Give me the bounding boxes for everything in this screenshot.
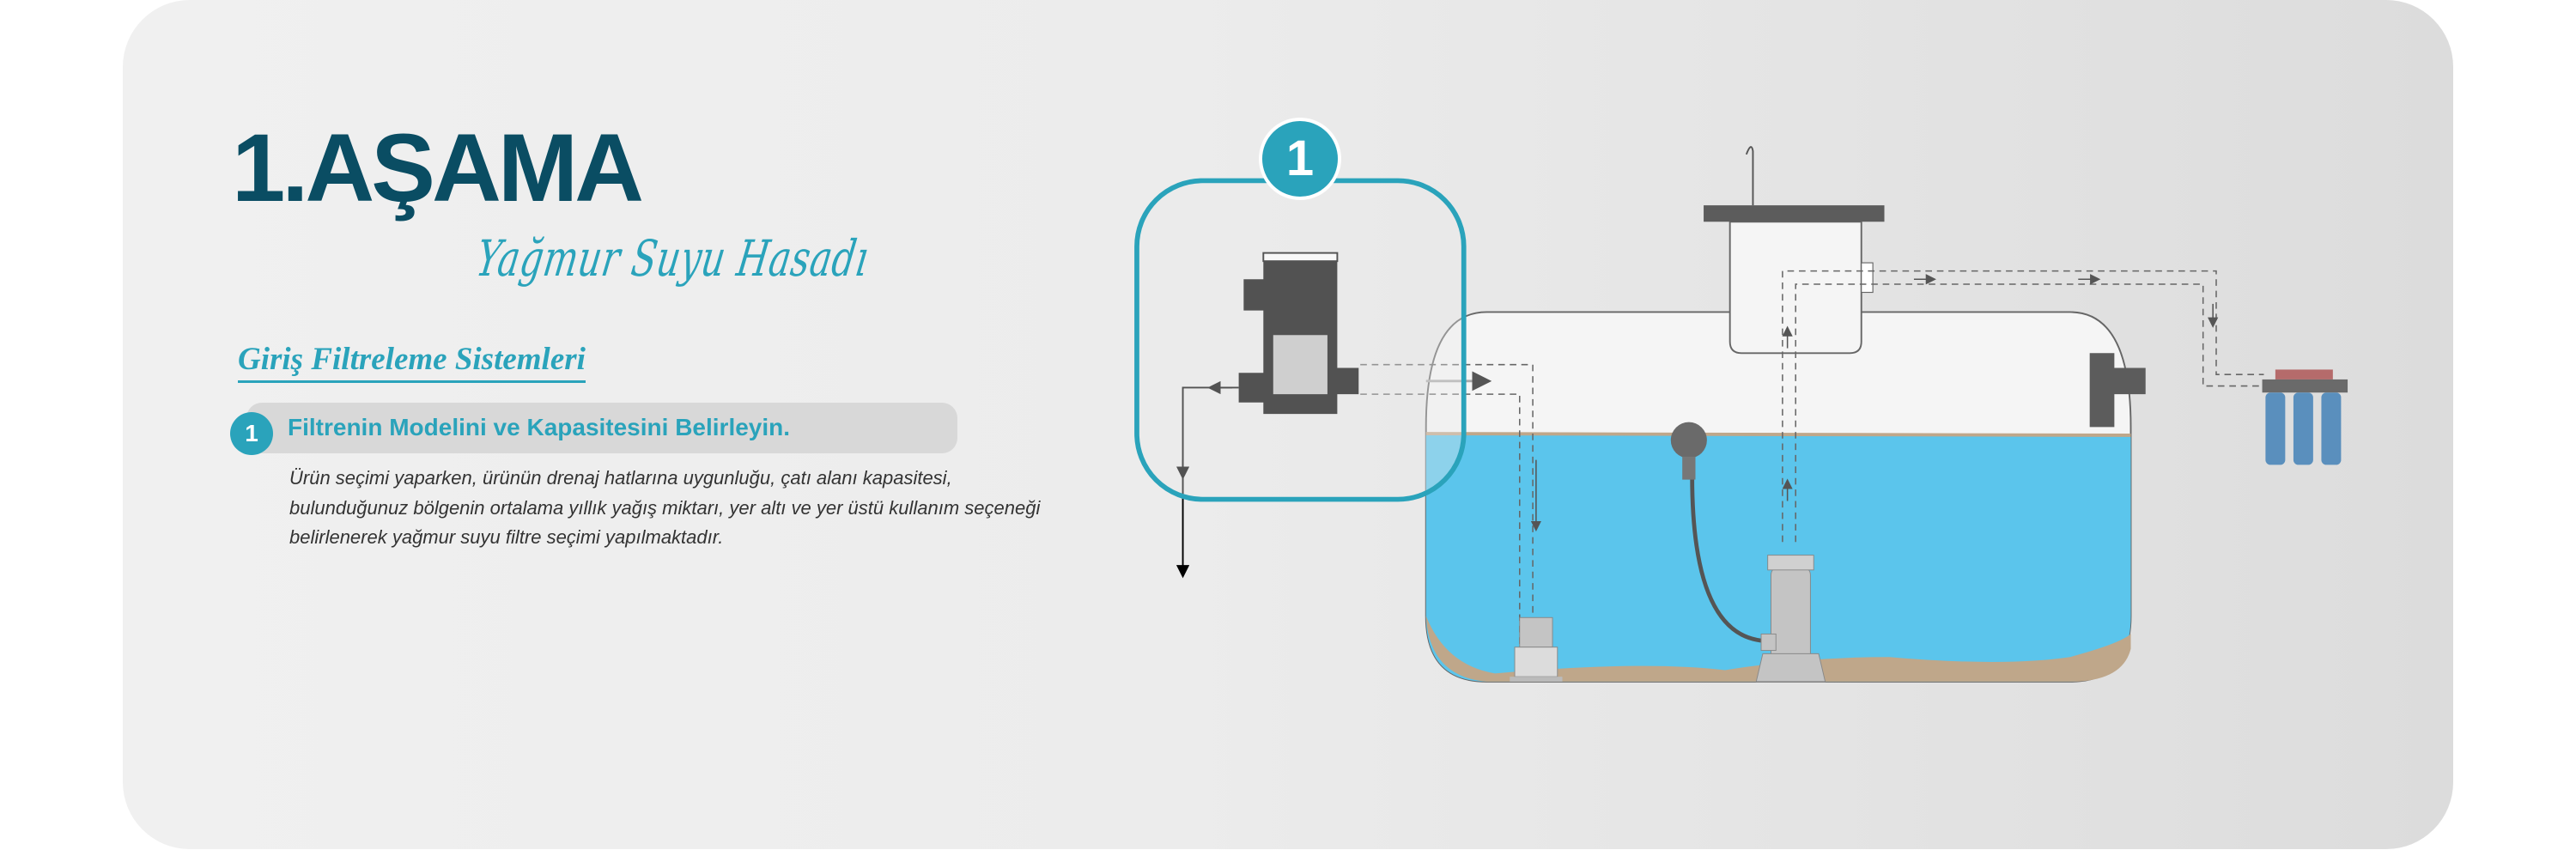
filter-pump [1670, 422, 1826, 683]
step-description: Ürün seçimi yaparken, ürünün drenaj hatl… [289, 467, 1041, 548]
water-surface [1425, 432, 2131, 437]
riser-lid [1704, 205, 1885, 222]
step-header-bar[interactable] [246, 403, 957, 453]
submersible-pump [1510, 616, 1563, 682]
storage-tank [1425, 311, 2132, 683]
flow-arrows [1425, 274, 2219, 532]
highlight-step-badge: 1 [1259, 118, 1341, 200]
cartridge-filter-unit [2262, 369, 2348, 465]
highlight-frame [1134, 178, 1467, 502]
tank-riser [1704, 146, 1885, 355]
inlet-filter[interactable] [1176, 252, 1359, 579]
overflow-outlet [2089, 353, 2146, 428]
step-number-badge: 1 [230, 412, 273, 455]
pipe-lines [1360, 270, 2264, 658]
page-title: 1.AŞAMA [232, 114, 644, 222]
step-label[interactable]: Filtrenin Modelini ve Kapasitesini Belir… [288, 414, 791, 440]
section-title: Giriş Filtreleme Sistemleri [238, 342, 586, 383]
vent-pipe [1745, 146, 1754, 206]
sediment [1425, 616, 2131, 682]
float-switch [1670, 422, 1707, 458]
